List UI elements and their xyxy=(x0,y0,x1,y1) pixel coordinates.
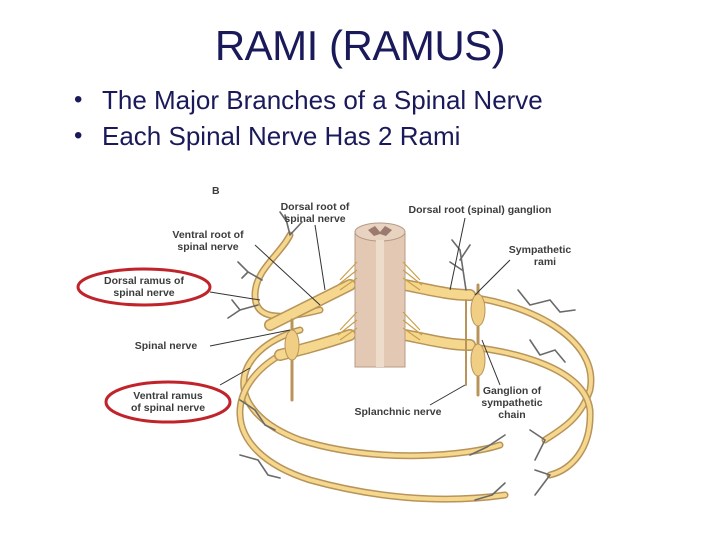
label-sympathetic-rami-1: Sympathetic xyxy=(509,244,572,256)
label-dorsal-ramus-1: Dorsal ramus of xyxy=(104,275,184,287)
bullet-dot-icon: • xyxy=(74,86,83,113)
label-ventral-ramus-1: Ventral ramus xyxy=(133,390,203,402)
panel-label: B xyxy=(212,185,220,197)
label-dorsal-root-1: Dorsal root of xyxy=(281,201,350,213)
label-ventral-root-2: spinal nerve xyxy=(177,241,238,253)
terminal-branches xyxy=(227,211,576,501)
spinal-cord xyxy=(337,222,423,368)
label-ganglion-1: Ganglion of xyxy=(483,385,542,397)
ventral-rami-arcs xyxy=(236,291,595,503)
lower-arc-inner xyxy=(238,348,507,502)
label-ventral-ramus-2: of spinal nerve xyxy=(131,402,205,414)
label-ganglion-2: sympathetic xyxy=(481,397,542,409)
label-splanchnic-nerve: Splanchnic nerve xyxy=(355,406,442,418)
label-dorsal-root-2: spinal nerve xyxy=(284,213,345,225)
right-arc2-inner xyxy=(448,343,593,477)
label-dorsal-root-ganglion: Dorsal root (spinal) ganglion xyxy=(409,204,552,216)
label-ventral-root-1: Ventral root of xyxy=(172,229,244,241)
label-sympathetic-rami-2: rami xyxy=(534,256,556,268)
label-ganglion-3: chain xyxy=(498,409,525,421)
bullet-item: •Each Spinal Nerve Has 2 Rami xyxy=(72,118,543,154)
bullet-dot-icon: • xyxy=(74,122,83,149)
label-dorsal-ramus-2: spinal nerve xyxy=(113,287,174,299)
right-sympathetic-chain xyxy=(465,283,486,397)
rootlets xyxy=(337,261,423,341)
upper-arc-inner xyxy=(241,328,502,458)
bullet-item: •The Major Branches of a Spinal Nerve xyxy=(72,82,543,118)
leader-lines xyxy=(209,217,511,406)
spinal-nerve-trunks xyxy=(264,279,476,361)
left-sympathetic-chain xyxy=(284,318,300,402)
right-arc1-inner xyxy=(448,293,593,442)
slide-title: RAMI (RAMUS) xyxy=(214,22,506,69)
label-spinal-nerve: Spinal nerve xyxy=(135,340,198,352)
bullet-list: •The Major Branches of a Spinal Nerve •E… xyxy=(72,82,543,154)
dorsal-ramus-highlight xyxy=(76,267,212,307)
ventral-ramus-highlight xyxy=(104,380,232,424)
